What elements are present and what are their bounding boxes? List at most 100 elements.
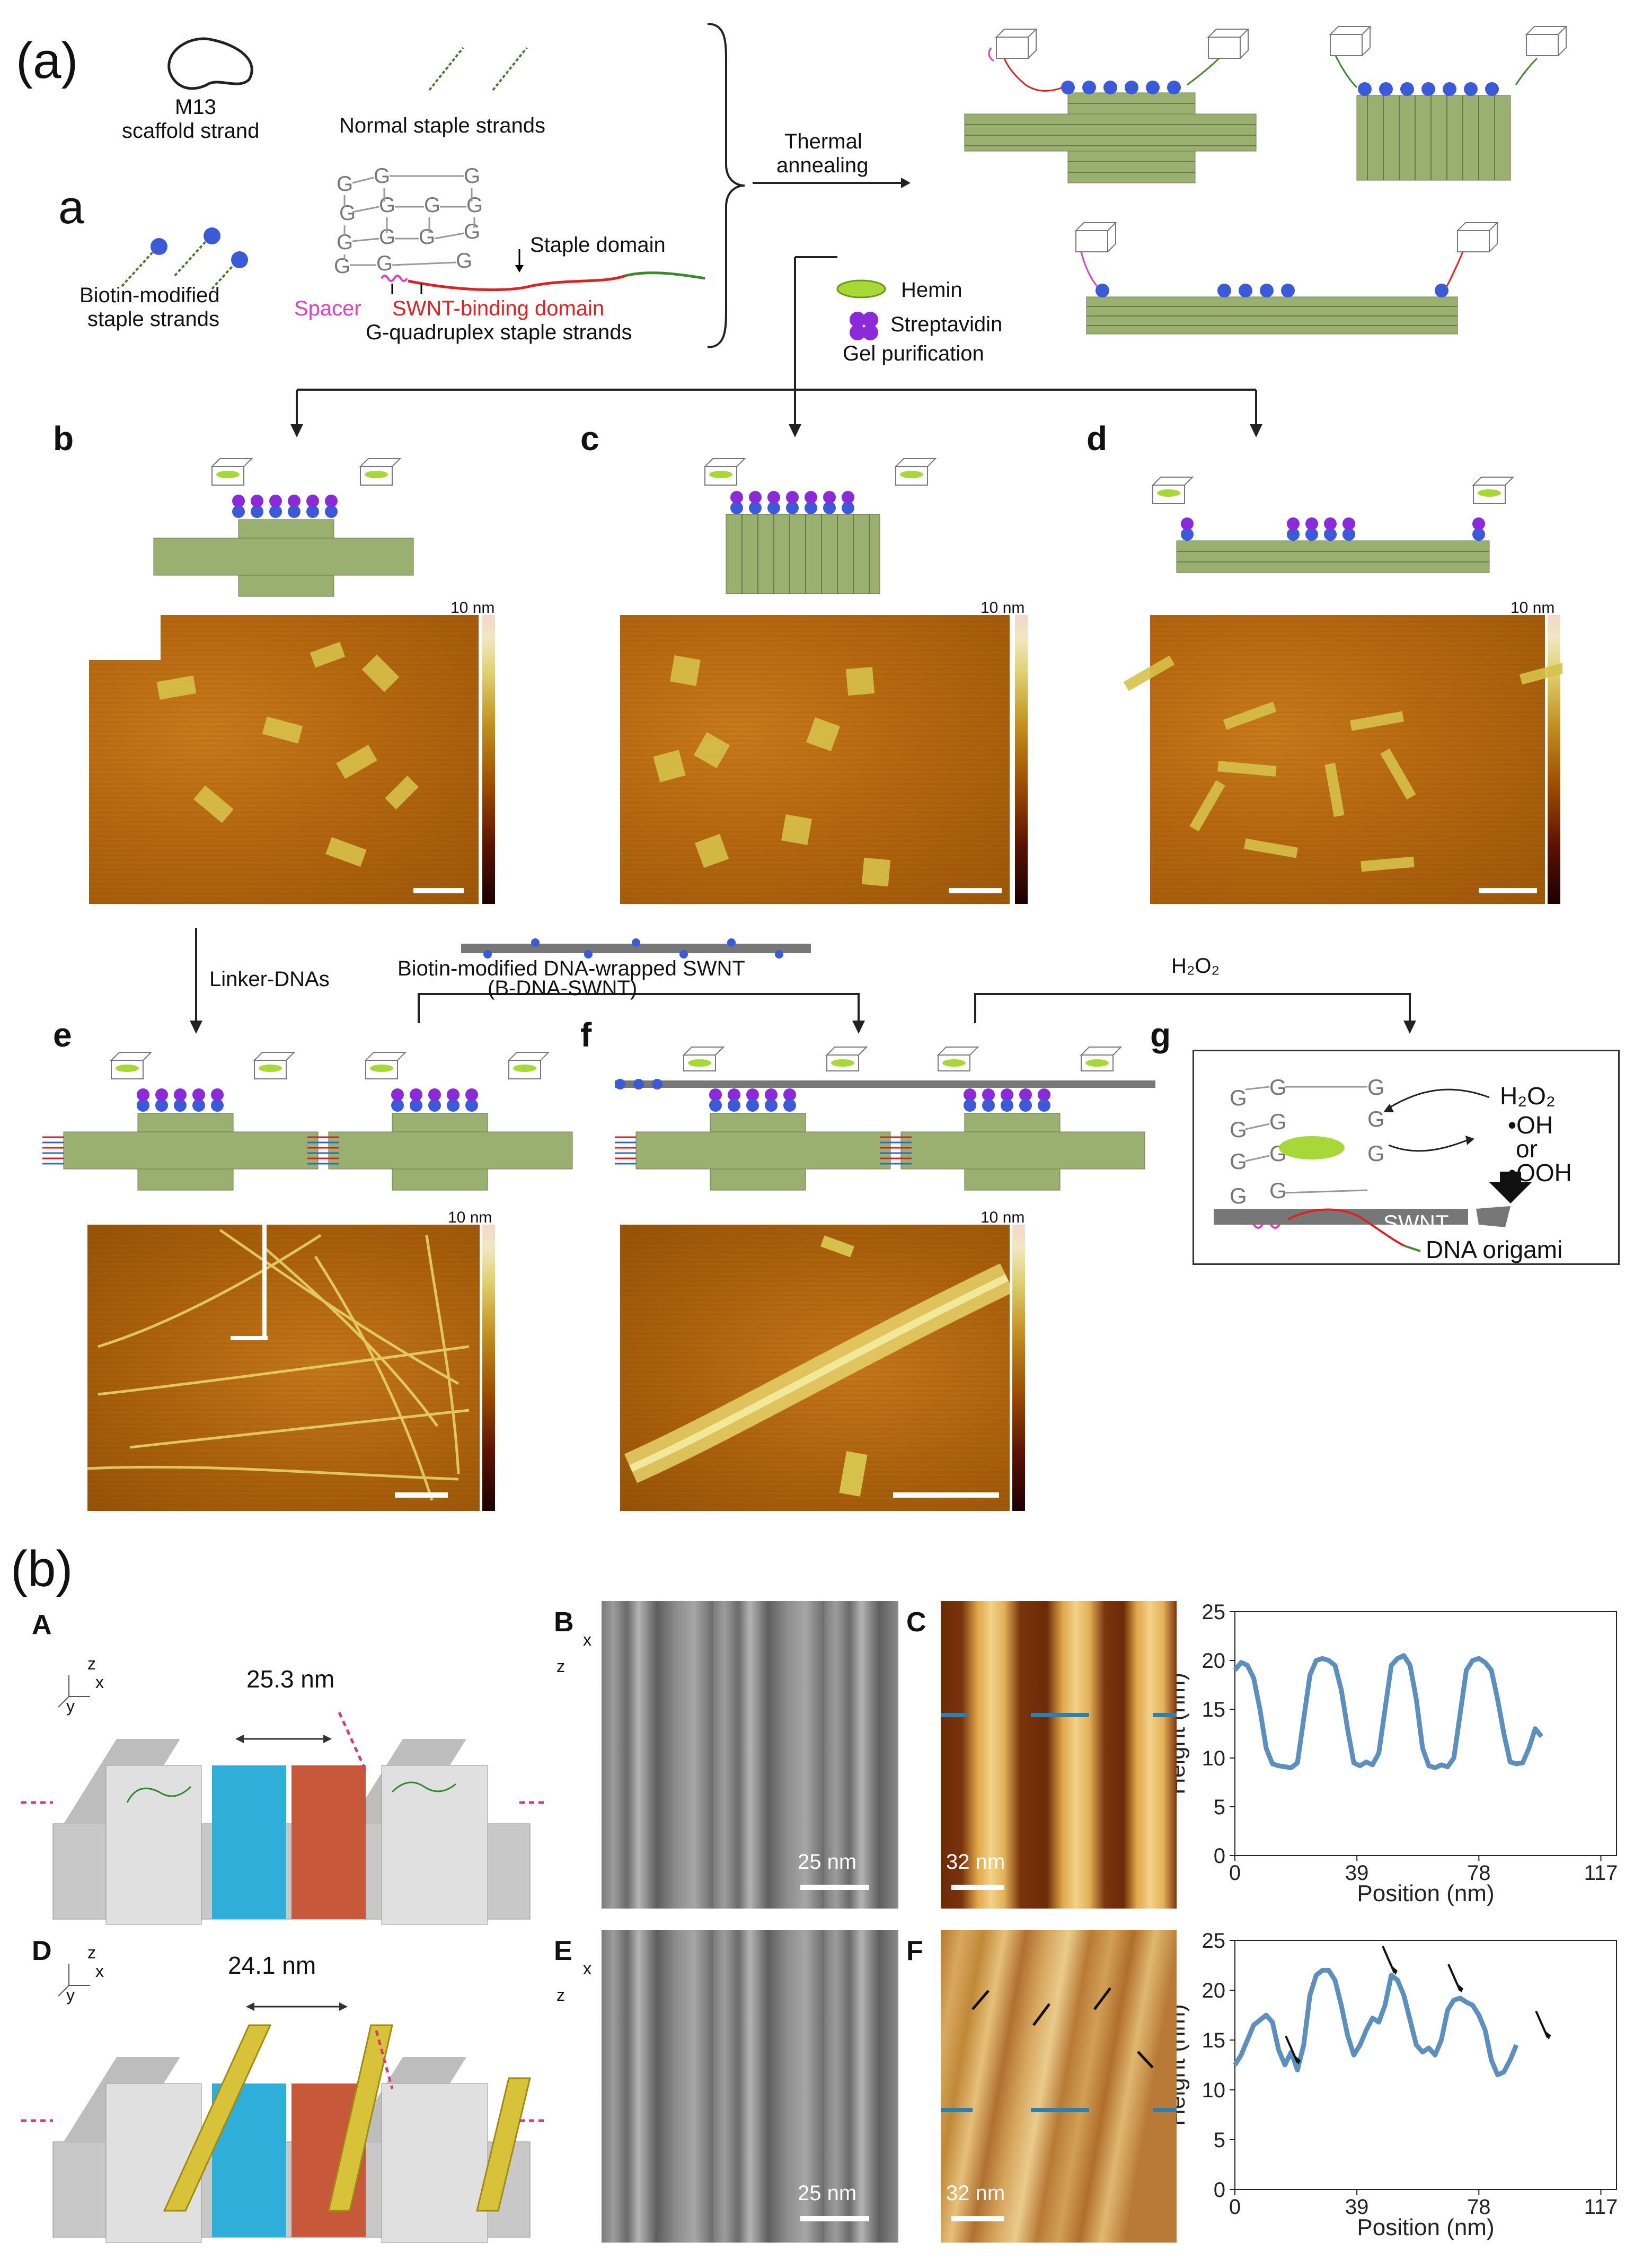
afm-image-b bbox=[89, 615, 479, 904]
colorbar-e bbox=[482, 1225, 495, 1511]
thermal-label-1: Thermal bbox=[784, 130, 862, 153]
y-tick-label: 25 bbox=[1202, 1601, 1226, 1624]
svg-text:G: G bbox=[1367, 1141, 1385, 1166]
colorbar-f bbox=[1012, 1225, 1025, 1511]
afm-f-fiber bbox=[624, 1235, 1010, 1497]
thermal-arrow-icon bbox=[753, 178, 911, 188]
svg-text:G: G bbox=[1269, 1075, 1287, 1100]
sub-label-a: a bbox=[58, 181, 84, 233]
afm-e-fibers bbox=[87, 1225, 470, 1501]
axis-A-z: z bbox=[87, 1654, 96, 1673]
origami-rod-product bbox=[1074, 222, 1499, 335]
sub-label-g: g bbox=[1150, 1016, 1171, 1054]
y-tick-label: 25 bbox=[1202, 1930, 1226, 1953]
svg-text:G: G bbox=[1230, 1085, 1247, 1110]
y-tick-label: 20 bbox=[1202, 1649, 1226, 1673]
svg-text:G: G bbox=[1230, 1183, 1247, 1208]
gel-label: Gel purification bbox=[843, 342, 984, 365]
svg-text:G: G bbox=[1230, 1117, 1247, 1142]
sub-label-e: e bbox=[53, 1016, 72, 1054]
svg-text:G: G bbox=[1367, 1075, 1385, 1100]
schematic-f bbox=[615, 1047, 1155, 1191]
axis-A-y: y bbox=[66, 1696, 75, 1716]
y-axis-label: Height (nm) bbox=[1177, 1673, 1190, 1795]
streptavidin-label: Streptavidin bbox=[890, 313, 1003, 336]
label-B: B bbox=[554, 1607, 574, 1638]
x-tick-label: 0 bbox=[1229, 1861, 1241, 1885]
svg-text:G: G bbox=[466, 194, 483, 217]
brace-icon bbox=[707, 23, 745, 348]
colorbar-d bbox=[1548, 615, 1560, 904]
x-tick-label: 39 bbox=[1345, 2195, 1369, 2219]
y-tick-label: 15 bbox=[1202, 2029, 1226, 2052]
svg-text:G: G bbox=[376, 252, 393, 275]
streptavidin-icon bbox=[850, 312, 878, 340]
plot-frame bbox=[1234, 1940, 1617, 2190]
x-tick-label: 0 bbox=[1229, 2195, 1241, 2219]
svg-text:G: G bbox=[1269, 1178, 1287, 1203]
x-tick-label: 117 bbox=[1584, 1861, 1618, 1885]
schematic-d bbox=[1151, 477, 1515, 573]
m13-label-1: M13 bbox=[175, 95, 216, 119]
y-axis-label: Height (nm) bbox=[1177, 2004, 1190, 2126]
svg-text:G: G bbox=[339, 201, 356, 225]
svg-text:G: G bbox=[424, 194, 440, 217]
axis-A-x: x bbox=[95, 1673, 104, 1692]
origami-cross-product bbox=[964, 29, 1257, 183]
scale-bar-C bbox=[951, 1885, 1004, 1890]
plot-frame bbox=[1234, 1611, 1617, 1856]
biotin-label-2: staple strands bbox=[87, 307, 220, 331]
g-h2o2-label: H₂O₂ bbox=[1500, 1082, 1556, 1110]
x-tick-label: 39 bbox=[1345, 1861, 1369, 1885]
label-C: C bbox=[906, 1607, 926, 1638]
sub-label-b: b bbox=[53, 419, 74, 458]
afm-image-C bbox=[941, 1601, 1177, 1909]
scale-C-label: 32 nm bbox=[946, 1850, 1005, 1874]
colorbar-c-label: 10 nm bbox=[980, 599, 1025, 617]
panel-a-tag: (a) bbox=[16, 32, 78, 89]
dist-D-label: 24.1 nm bbox=[228, 1951, 316, 1979]
schematic-c bbox=[703, 458, 937, 594]
svg-text:G: G bbox=[464, 164, 480, 188]
swnt-domain-label: SWNT-binding domain bbox=[392, 297, 605, 320]
g-oh-label: •OH bbox=[1508, 1111, 1553, 1139]
sub-label-d: d bbox=[1086, 419, 1108, 458]
scale-B-label: 25 nm bbox=[798, 1850, 857, 1874]
panel-b-tag: (b) bbox=[11, 1541, 73, 1597]
label-D: D bbox=[32, 1936, 52, 1966]
y-tick-label: 0 bbox=[1214, 1844, 1225, 1868]
linker-label: Linker-DNAs bbox=[209, 968, 330, 991]
profile-line-C bbox=[941, 1713, 1177, 1717]
svg-text:G: G bbox=[464, 220, 480, 243]
svg-text:G: G bbox=[379, 194, 395, 217]
row-ef-arrows bbox=[190, 928, 1416, 1034]
schematic-e bbox=[42, 1052, 573, 1191]
tem-image-B bbox=[602, 1601, 898, 1909]
scale-bar-d bbox=[1479, 888, 1537, 893]
scale-bar-f bbox=[893, 1492, 999, 1498]
axis-D-z: z bbox=[87, 1943, 96, 1962]
colorbar-b bbox=[482, 615, 495, 904]
colorbar-d-label: 10 nm bbox=[1510, 599, 1555, 617]
structure-D-diagram bbox=[21, 1964, 546, 2243]
thermal-label-2: annealing bbox=[776, 154, 869, 177]
svg-text:G: G bbox=[1269, 1109, 1287, 1134]
colorbar-b-label: 10 nm bbox=[450, 599, 495, 617]
afm-image-d bbox=[1150, 615, 1545, 904]
biotin-label-1: Biotin-modified bbox=[80, 284, 220, 307]
height-profile-line bbox=[1233, 1967, 1519, 2078]
gquad-label: G-quadruplex staple strands bbox=[366, 321, 632, 344]
scale-F-label: 32 nm bbox=[946, 2182, 1005, 2205]
sub-label-f: f bbox=[580, 1016, 592, 1054]
g-or-label: or bbox=[1516, 1135, 1538, 1163]
x-axis-label: Position (nm) bbox=[1357, 1880, 1494, 1906]
x-axis-label: Position (nm) bbox=[1357, 2214, 1494, 2240]
schematic-b bbox=[153, 458, 414, 597]
axis-E-z: z bbox=[556, 1985, 565, 2005]
y-tick-label: 5 bbox=[1214, 2129, 1225, 2152]
axis-D-y: y bbox=[66, 1985, 75, 2005]
svg-text:G: G bbox=[1230, 1149, 1247, 1174]
y-tick-label: 10 bbox=[1202, 2079, 1226, 2102]
axis-E-x: x bbox=[583, 1959, 591, 1978]
